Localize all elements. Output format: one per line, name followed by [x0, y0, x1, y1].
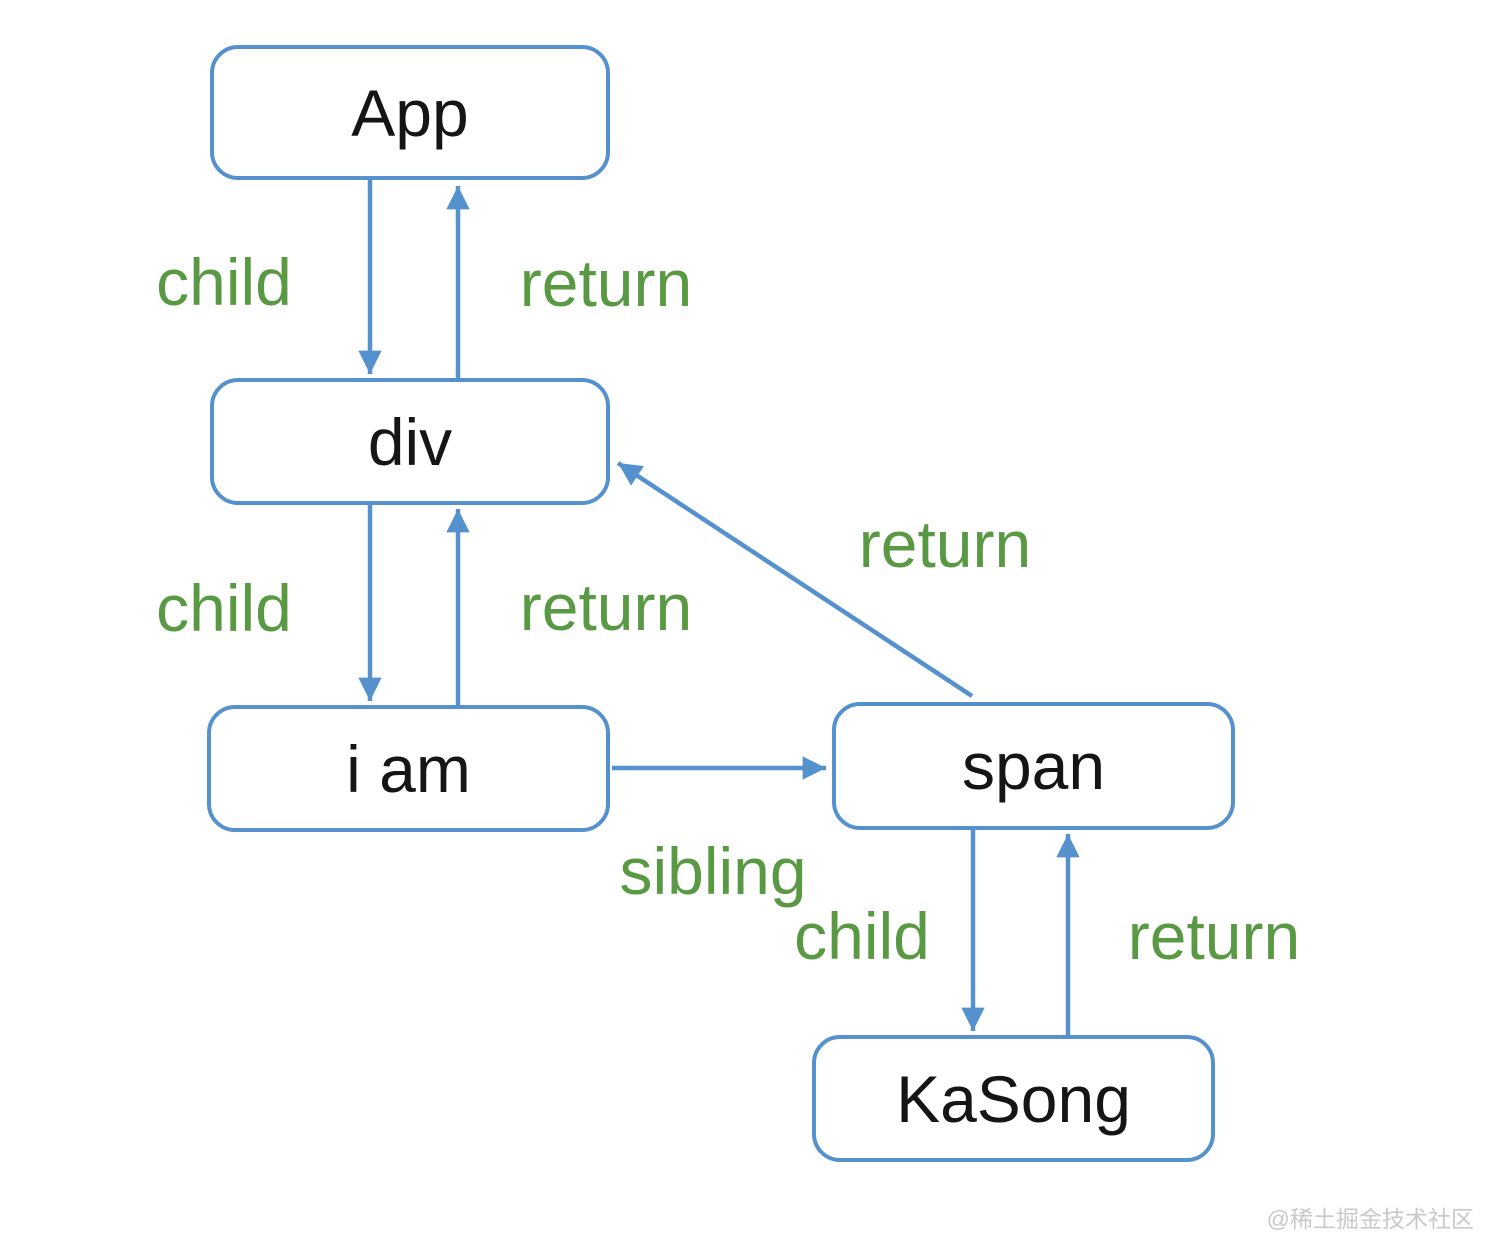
node-span: span — [832, 702, 1235, 830]
node-iam-label: i am — [346, 731, 471, 806]
edge-label-app-to-div-child: child — [156, 245, 292, 319]
edge-label-div-to-iam-child: child — [156, 571, 292, 645]
edge-label-iam-to-span-sibling: sibling — [619, 834, 807, 908]
node-app: App — [210, 45, 610, 180]
edge-label-kasong-to-span-return: return — [1127, 899, 1301, 973]
edge-label-div-to-app-return: return — [519, 246, 693, 320]
node-kasong-label: KaSong — [896, 1061, 1131, 1136]
arrow-span-to-div-return — [616, 461, 974, 698]
edge-label-iam-to-div-return: return — [519, 570, 693, 644]
node-kasong: KaSong — [812, 1035, 1215, 1162]
node-div: div — [210, 378, 610, 505]
node-app-label: App — [351, 75, 469, 150]
edge-label-span-to-div-return: return — [858, 507, 1032, 581]
watermark-juejin: @稀土掘金技术社区 — [1266, 1206, 1474, 1233]
node-iam: i am — [207, 705, 610, 832]
node-div-label: div — [367, 404, 453, 479]
edge-label-span-to-kasong-child: child — [794, 899, 930, 973]
node-span-label: span — [961, 729, 1106, 803]
